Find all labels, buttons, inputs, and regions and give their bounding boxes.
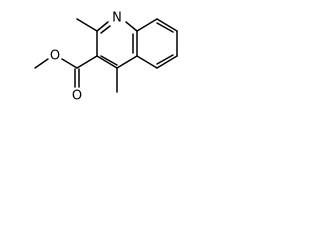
bond-c5-c4a	[136, 55, 158, 69]
bond-c6-c5-double	[156, 54, 174, 65]
bond-c2-n1	[96, 21, 109, 32]
bond-c6-c5	[156, 55, 178, 69]
bond-c2-methyl	[76, 18, 98, 32]
bond-layer	[34, 18, 178, 93]
atom-label-ester-oxygen: O	[50, 49, 60, 64]
bond-c2-n1-double	[100, 25, 111, 34]
bond-c8-c7-double	[156, 22, 174, 33]
atom-label-nitrogen: N	[112, 11, 122, 26]
bond-c3-carbonyl	[76, 55, 98, 69]
structure-diagram: N O O	[34, 11, 178, 104]
bond-o-methyl	[34, 58, 49, 69]
bond-carbonyl-o-ester	[61, 58, 78, 69]
bond-n1-c8a	[125, 21, 138, 32]
atom-label-carbonyl-oxygen: O	[72, 89, 82, 104]
bond-c3-c4-double	[100, 55, 118, 66]
atom-label-layer: N O O	[50, 11, 122, 104]
bond-c3-c4	[96, 55, 118, 69]
bond-c8-c7	[156, 18, 178, 32]
bond-c8a-c8	[136, 18, 158, 32]
bond-c4-c4a	[116, 55, 138, 69]
